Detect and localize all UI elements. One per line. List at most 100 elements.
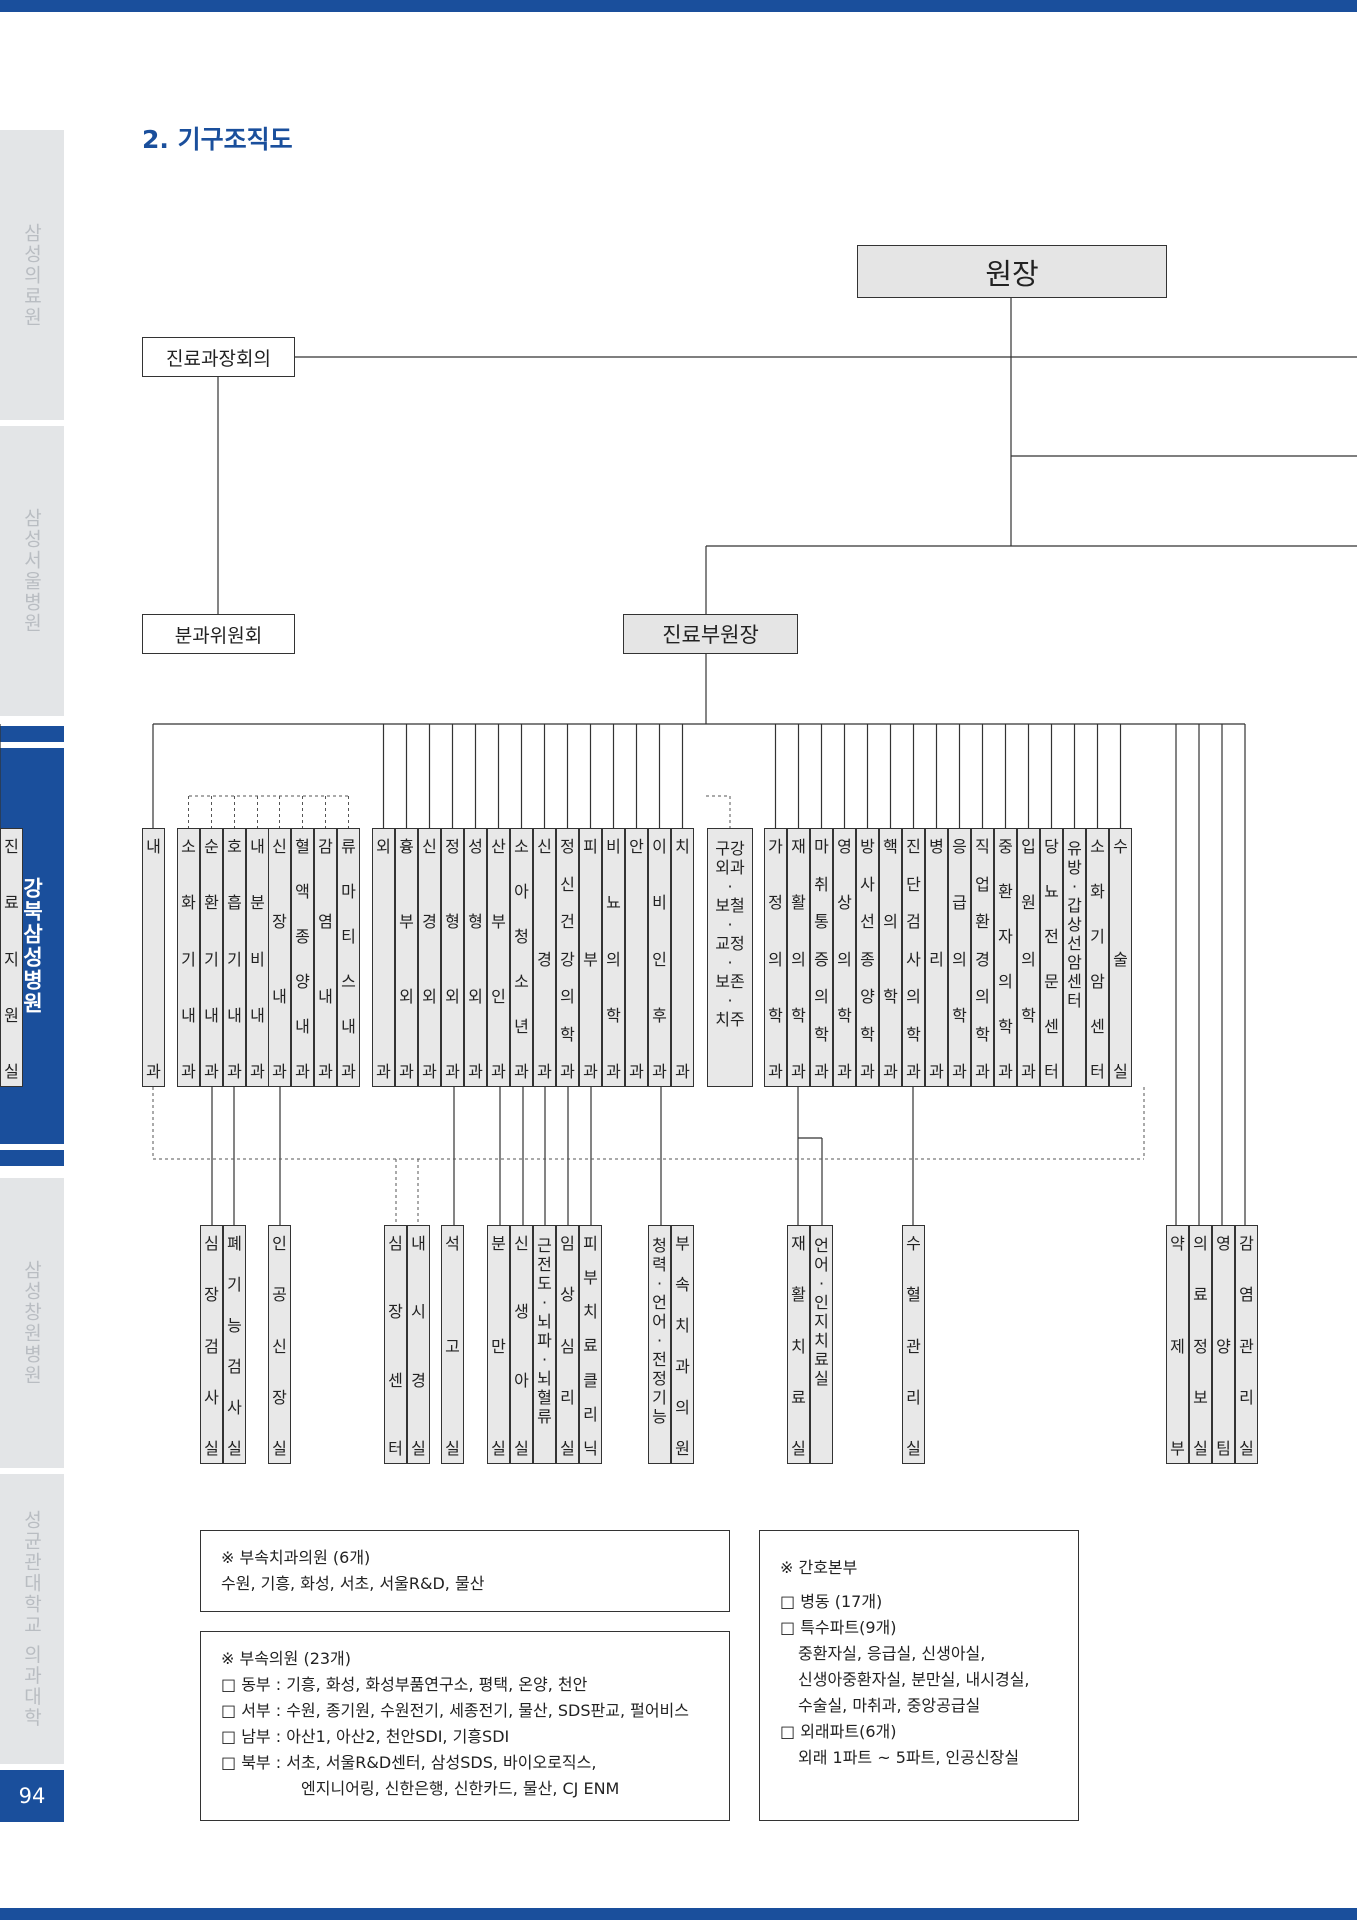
dept-box-char: 인 (652, 949, 667, 969)
unit-box-char: 심 (204, 1234, 219, 1253)
dept-box-char: 청 (514, 927, 529, 946)
dept-box-char: 내 (318, 987, 333, 1006)
dept-box-char: 과 (883, 1062, 898, 1081)
dept-box-char: 스 (341, 972, 356, 991)
dept-box-char: 과 (768, 1062, 783, 1081)
dept-box-char: 신 (537, 837, 552, 856)
unit-box-char: 원 (675, 1439, 690, 1458)
dept-box-char: 분 (250, 893, 265, 913)
dept-box-char: 산 (491, 837, 506, 856)
dept-box-char: 비 (606, 837, 621, 856)
dept-box-char: 증 (814, 949, 829, 969)
dept-box-char: 과 (629, 1062, 644, 1081)
dept-box-char: 실 (1113, 1062, 1128, 1081)
side-tab-samsung-medical[interactable]: 삼성의료원 (0, 130, 64, 420)
unit-box-char: 터 (388, 1438, 403, 1458)
dept-box-char: 과 (906, 1062, 921, 1081)
side-strip (0, 1150, 64, 1166)
dept-box-char: 기 (204, 949, 219, 969)
dept-box-char: 외 (376, 837, 391, 856)
dept-box-char: 원 (4, 1005, 19, 1025)
side-tab-changwon[interactable]: 삼성창원병원 (0, 1178, 64, 1468)
unit-box-char: 시 (411, 1302, 426, 1322)
dept-box-char: 료 (4, 893, 19, 913)
dept-box-char: 염 (318, 912, 333, 931)
unit-box-char: 닉 (583, 1438, 598, 1458)
dept-box-char: 순 (204, 837, 219, 856)
unit-box-char: 기 (652, 1388, 667, 1407)
dept-box-char: 지 (4, 949, 19, 969)
unit-box-char: 도 (537, 1274, 552, 1293)
side-tab-label: 삼성서울병원 (20, 508, 43, 634)
dept-box-char: 화 (1090, 882, 1105, 901)
dept-box-char: 강 (560, 949, 575, 969)
dept-box-char: 암 (1090, 972, 1105, 991)
dept-box-char: 과 (652, 1062, 667, 1081)
dept-box-char: 내 (227, 1005, 242, 1025)
dept-box-char: 과 (376, 1062, 391, 1081)
dept-box-char: 학 (1021, 1005, 1036, 1025)
unit-box-char: 검 (227, 1357, 242, 1376)
dept-box-char: 성 (468, 837, 483, 856)
unit-box-char: 석 (445, 1234, 460, 1253)
dept-box-char: 피 (583, 837, 598, 856)
unit-box-char: 고 (445, 1336, 460, 1356)
dept-box-char: 흉 (399, 837, 414, 856)
side-tab-skku-medicine[interactable]: 성균관대학교 의과대학 (0, 1474, 64, 1764)
dept-box-char: 과 (514, 1062, 529, 1081)
dept-box-char: 단 (906, 874, 921, 894)
clinics-note-line: 엔지니어링, 신한은행, 신한카드, 물산, CJ ENM (301, 1779, 620, 1798)
unit-box-char: 청 (652, 1236, 667, 1255)
dept-box-char: 전 (1044, 927, 1059, 946)
dept-box-char: 학 (606, 1005, 621, 1025)
dept-box-char: 정 (445, 837, 460, 856)
unit-box-char: 사 (227, 1398, 242, 1417)
dept-box-char: 과 (675, 1062, 690, 1081)
dept-box-char: 외 (445, 987, 460, 1006)
dept-box-char: 환 (975, 912, 990, 931)
dept-box-char: 종 (860, 949, 875, 969)
dept-box-char: 부 (583, 949, 598, 969)
unit-box-char: 리 (560, 1387, 575, 1407)
dept-box-char: 갑 (1067, 896, 1082, 915)
dept-box-char: 종 (295, 927, 310, 946)
side-tab-seoul[interactable]: 삼성서울병원 (0, 426, 64, 716)
dept-box-char: · (727, 877, 733, 896)
dept-box-char: 감 (318, 837, 333, 856)
dept-box-char: 과 (952, 1062, 967, 1081)
unit-box-char: 팀 (1216, 1439, 1231, 1458)
dept-box-char: 응 (952, 837, 967, 856)
dept-box-char: 비 (652, 893, 667, 913)
nursing-note-line: 외래 1파트 ~ 5파트, 인공신장실 (798, 1748, 1020, 1767)
dept-box-char: 교정 (715, 934, 745, 953)
unit-box-char: 클 (583, 1370, 598, 1390)
dept-box-char: 과 (272, 1062, 287, 1081)
dept-box-char: 신 (422, 837, 437, 856)
dept-box-char: 이 (652, 837, 667, 856)
unit-box-char: 능 (227, 1316, 242, 1335)
dept-box-char: 소 (514, 972, 529, 991)
dept-box-char: 경 (975, 949, 990, 969)
unit-box-char: 인 (272, 1234, 287, 1253)
unit-box-char: · (818, 1274, 825, 1293)
dept-box-char: 진 (4, 837, 19, 856)
unit-box-char: 뇌 (537, 1312, 552, 1331)
unit-box-char: 류 (537, 1407, 552, 1426)
dept-box-char: 중 (998, 837, 1013, 856)
dept-box-char: 양 (860, 987, 875, 1006)
dept-box-char: 비 (250, 949, 265, 969)
